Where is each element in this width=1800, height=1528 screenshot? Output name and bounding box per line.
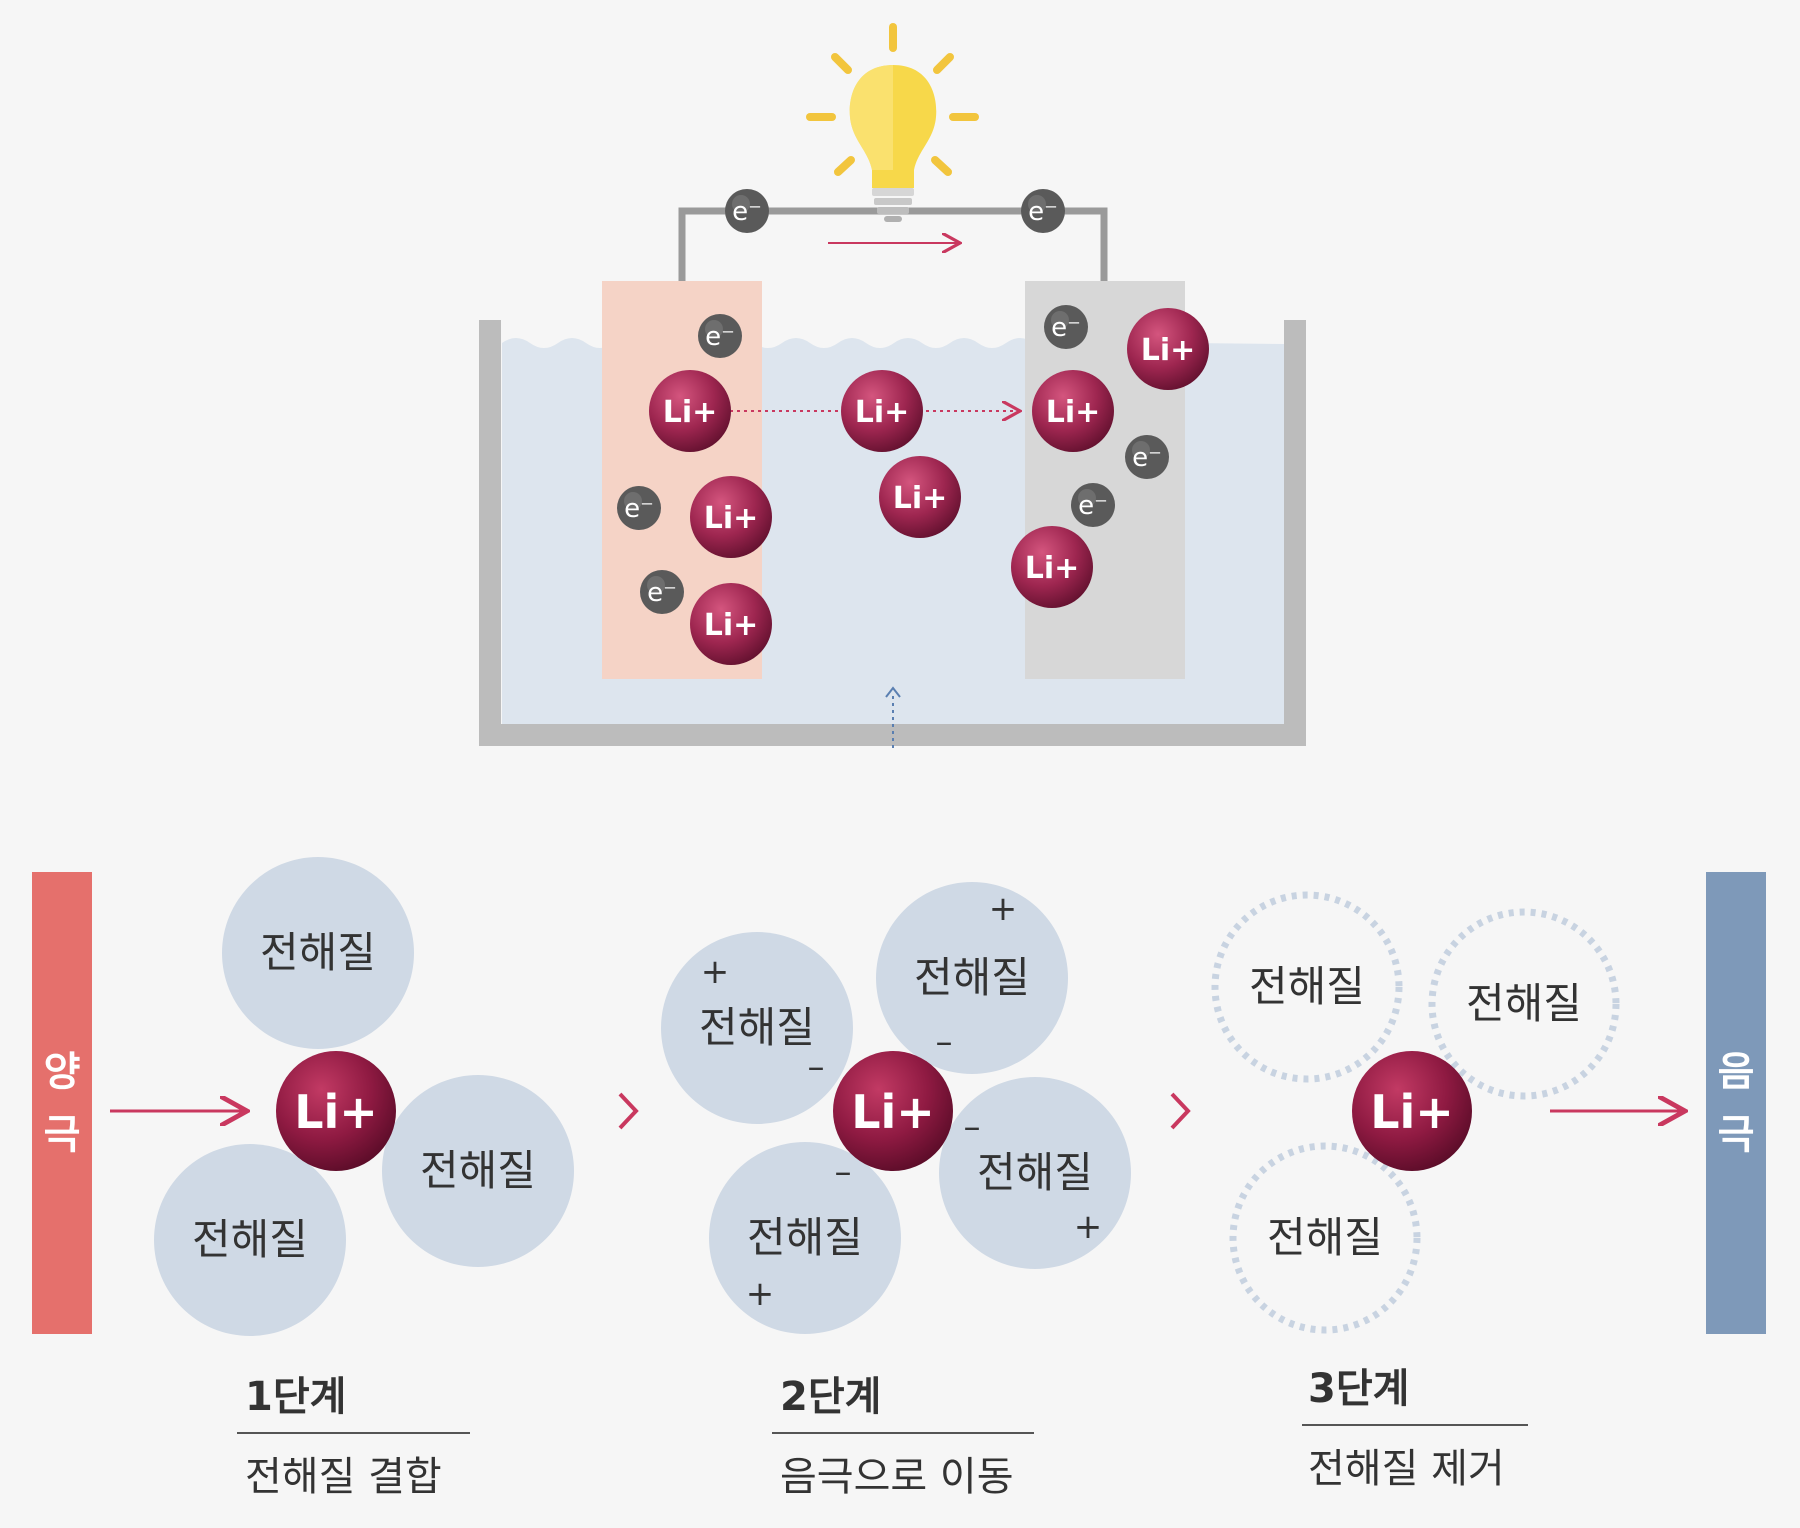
cathode-bar [1706,872,1766,1334]
electrolyte-label: 전해질 [420,1146,536,1195]
electron-label: e⁻ [1051,313,1081,343]
electron-label: e⁻ [732,197,762,227]
lithium-ion: Li+ [690,476,772,558]
electrolyte-label: 전해질 [747,1213,863,1262]
negative-charge-sign: – [936,1022,953,1062]
electrons-layer: e⁻ e⁻ e⁻ e⁻ e⁻ e⁻ e⁻ e⁻ [617,189,1169,614]
electron-label: e⁻ [647,578,677,608]
negative-charge-sign: – [835,1152,852,1192]
electrolyte-label: 전해질 [1249,962,1365,1011]
lithium-ions-layer: Li+ Li+ Li+ Li+ Li+ Li+ Li+ Li+ [649,308,1209,665]
lithium-ion-label: Li+ [855,395,910,430]
step-2-description: 음극으로 이동 [780,1454,1014,1500]
cathode-label-top: 음 [1718,1049,1755,1095]
lithium-ion: Li+ [1032,370,1114,452]
electron-particle: e⁻ [617,486,661,530]
electron-label: e⁻ [1132,443,1162,473]
lithium-ion: Li+ [1127,308,1209,390]
released-electrolyte-molecule: 전해질 [1211,891,1403,1083]
step-3-description: 전해질 제거 [1308,1446,1505,1492]
step-2-caption: 2단계 음극으로 이동 [772,1374,1034,1500]
lithium-ion-label: Li+ [1025,551,1080,586]
electrolyte-label: 전해질 [699,1003,815,1052]
electrolyte-label: 전해질 [192,1215,308,1264]
electron-label: e⁻ [624,494,654,524]
electrolyte-molecule: 전해질 [222,857,414,1049]
lithium-ion-label: Li+ [1141,333,1196,368]
charge-signs-layer: + – + – – + – + [701,889,1103,1314]
anode-bar [32,872,92,1334]
electrolyte-label: 전해질 [914,953,1030,1002]
negative-charge-sign: – [808,1047,825,1087]
positive-charge-sign: + [1074,1207,1103,1247]
electron-particle: e⁻ [1071,483,1115,527]
lithium-ion-label: Li+ [851,1085,935,1139]
step-1-caption: 1단계 전해질 결합 [237,1374,470,1500]
cathode-label-bottom: 극 [1718,1112,1755,1158]
lithium-ion-label: Li+ [1370,1085,1454,1139]
solvated-lithium-ion: Li+ [276,1051,396,1171]
battery-container [479,320,1306,746]
electrolyte-molecule: 전해질 [876,882,1068,1074]
electrolyte-molecule: 전해질 [939,1077,1131,1269]
lithium-ion: Li+ [690,583,772,665]
electrolyte-molecule: 전해질 [382,1075,574,1267]
light-bulb-icon [806,23,979,222]
negative-charge-sign: – [964,1107,981,1147]
step1-to-step2-chevron [618,1092,639,1130]
electron-particle: e⁻ [1125,435,1169,479]
central-ions-layer: Li+ Li+ Li+ [276,1051,1472,1171]
anode-label-bottom: 극 [44,1112,81,1158]
electron-label: e⁻ [1028,197,1058,227]
electrolyte-label: 전해질 [260,928,376,977]
lithium-ion-label: Li+ [294,1085,378,1139]
lithium-ion: Li+ [879,456,961,538]
released-electrolyte-molecule: 전해질 [1428,908,1620,1100]
lithium-ion: Li+ [1011,526,1093,608]
electron-particle: e⁻ [640,570,684,614]
separator-arrow [885,686,901,748]
electrolyte-molecule: 전해질 [709,1142,901,1334]
lithium-ion-label: Li+ [893,481,948,516]
released-electrolyte-molecule: 전해질 [1229,1142,1421,1334]
lithium-ion: Li+ [841,370,923,452]
electron-particle: e⁻ [698,314,742,358]
electron-label: e⁻ [1078,491,1108,521]
electrolyte-molecule: 전해질 [154,1144,346,1336]
electron-particle: e⁻ [1044,305,1088,349]
step-1-description: 전해질 결합 [245,1454,442,1500]
electron-label: e⁻ [705,322,735,352]
lithium-ion-label: Li+ [704,608,759,643]
positive-charge-sign: + [989,889,1018,929]
step-1-number: 1단계 [245,1374,346,1420]
electron-particle: e⁻ [1021,189,1065,233]
electrolyte-label: 전해질 [1267,1213,1383,1262]
step2-to-step3-chevron [1170,1092,1191,1130]
lithium-ion-label: Li+ [704,501,759,536]
lithium-ion-label: Li+ [1046,395,1101,430]
electron-particle: e⁻ [725,189,769,233]
electrolyte-molecule: 전해질 [661,932,853,1124]
lithium-ion-label: Li+ [663,395,718,430]
anode-label-top: 양 [44,1049,81,1095]
positive-charge-sign: + [701,952,730,992]
electrolyte-label: 전해질 [1466,979,1582,1028]
electrolyte-label: 전해질 [977,1148,1093,1197]
step-2-number: 2단계 [780,1374,881,1420]
step-3-number: 3단계 [1308,1366,1409,1412]
lithium-ion: Li+ [649,370,731,452]
solvated-lithium-ion: Li+ [833,1051,953,1171]
solvated-lithium-ion: Li+ [1352,1051,1472,1171]
positive-charge-sign: + [746,1274,775,1314]
step-3-caption: 3단계 전해질 제거 [1302,1366,1528,1492]
